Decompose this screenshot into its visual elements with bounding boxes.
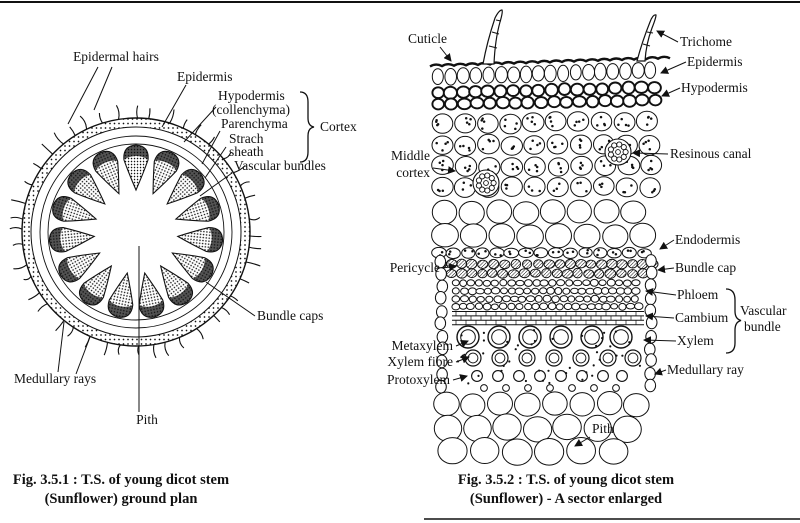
fig2-label-hypodermis: Hypodermis [681,80,748,95]
leader-line [205,281,256,317]
fig2-label-endodermis: Endodermis [675,232,740,247]
leader-line [75,336,91,375]
trichome-left [482,9,503,65]
fig2-pith-cells [433,391,650,466]
fig1-labels: Epidermal hairs Epidermis Hypodermis (co… [14,49,357,427]
fig2-label-xylem-fibre: Xylem fibre [387,354,453,369]
fig2-hypodermis-cells [431,80,663,111]
fig1-starch-sheath-ring [47,143,225,321]
leader-line [161,84,187,128]
fig2-label-vascular-bundle-1: Vascular [740,303,787,318]
fig2-label-middle-cortex-2: cortex [396,165,430,180]
fig1-label-collenchyma: (collenchyma) [212,102,290,117]
leader-line [574,436,591,447]
fig2-phloem-cells [451,278,644,311]
fig2-label-cuticle: Cuticle [408,31,447,46]
fig2-label-medullary-ray: Medullary ray [667,362,744,377]
fig1-label-parenchyma: Parenchyma [221,116,288,131]
fig2-label-metaxylem: Metaxylem [392,338,454,353]
fig1-label-starch-sheath-2: sheath [229,144,264,159]
fig2-leader-lines [432,30,687,447]
fig2-label-resinous-canal: Resinous canal [670,146,752,161]
leader-line [442,263,457,272]
leader-line [432,166,456,175]
fig1-hypodermis-ring [30,126,242,338]
fig2-caption-line1: Fig. 3.5.2 : T.S. of young dicot stem [458,472,674,488]
leader-line [632,149,669,158]
leader-line [657,265,675,274]
leader-line [645,287,677,296]
leader-line [659,239,675,250]
leader-line [645,312,675,321]
leader-line [643,336,677,345]
leader-line [57,321,65,373]
fig2-endodermis-cells [431,246,652,260]
leader-line [201,130,221,165]
fig2-cambium-cells [452,311,644,326]
leader-line [67,66,99,125]
trichome-left-cell-walls [488,19,502,49]
fig1-parenchyma-ring [39,135,233,329]
fig2-sector-diagram: Cuticle Trichome Epidermis Hypodermis Mi… [387,9,787,507]
leader-line [661,87,681,97]
fig2-label-trichome: Trichome [680,34,732,49]
fig2-xylem-cells [456,325,642,392]
leader-line [455,355,470,364]
leader-line [656,30,679,43]
fig2-caption-line2: (Sunflower) - A sector enlarged [470,491,662,507]
trichome-right [636,14,657,62]
fig1-epidermal-hairs [9,105,262,359]
fig2-label-protoxylem: Protoxylem [387,372,450,387]
fig2-label-bundle-cap: Bundle cap [675,260,736,275]
fig2-label-pith: Pith [592,421,614,436]
fig2-middle-cortex-cells [431,110,663,199]
fig2-label-xylem: Xylem [677,333,714,348]
fig2-label-cambium: Cambium [675,310,729,325]
fig1-label-medullary-rays: Medullary rays [14,371,96,386]
fig1-caption-line1: Fig. 3.5.1 : T.S. of young dicot stem [13,472,229,488]
fig2-label-phloem: Phloem [677,287,719,302]
fig2-label-vascular-bundle-2: bundle [744,319,781,334]
fig2-trichomes [482,9,657,65]
fig2-labels: Cuticle Trichome Epidermis Hypodermis Mi… [387,31,787,436]
leader-line [452,374,468,382]
fig2-label-pericycle: Pericycle [390,260,440,275]
leader-line [204,146,227,179]
fig2-epidermis-cells [431,61,657,86]
fig2-inner-cortex-cells [431,199,657,249]
cortex-brace [299,91,315,163]
leader-line [660,61,687,74]
fig1-label-bundle-caps: Bundle caps [257,308,323,323]
fig2-label-epidermis: Epidermis [687,54,743,69]
leader-line [439,46,452,62]
trichome-right-cell-walls [642,31,654,47]
fig1-vascular-bundle-ring [48,144,224,318]
leader-line [654,367,667,376]
leader-line [455,340,469,348]
fig1-ground-plan-diagram: Epidermal hairs Epidermis Hypodermis (co… [9,49,357,507]
vascular-bundle-brace [725,288,742,354]
fig1-caption-line2: (Sunflower) ground plan [45,491,198,507]
leader-line [93,66,113,111]
fig1-label-vascular-bundles: Vascular bundles [234,158,326,173]
fig2-label-middle-cortex-1: Middle [391,148,430,163]
fig2-cuticle-line [429,55,671,68]
fig1-label-pith: Pith [136,412,158,427]
fig1-label-hypodermis: Hypodermis [218,88,285,103]
fig1-leader-lines [57,66,256,375]
fig1-label-epidermal-hairs: Epidermal hairs [73,49,159,64]
fig2-resinous-canals [472,138,632,197]
leader-line [183,106,217,143]
leader-line [199,172,233,197]
fig1-label-starch-sheath-1: Strach [229,131,264,146]
fig1-label-epidermis: Epidermis [177,69,233,84]
fig2-medullary-ray-cells [434,254,658,394]
fig1-label-cortex: Cortex [320,119,357,134]
